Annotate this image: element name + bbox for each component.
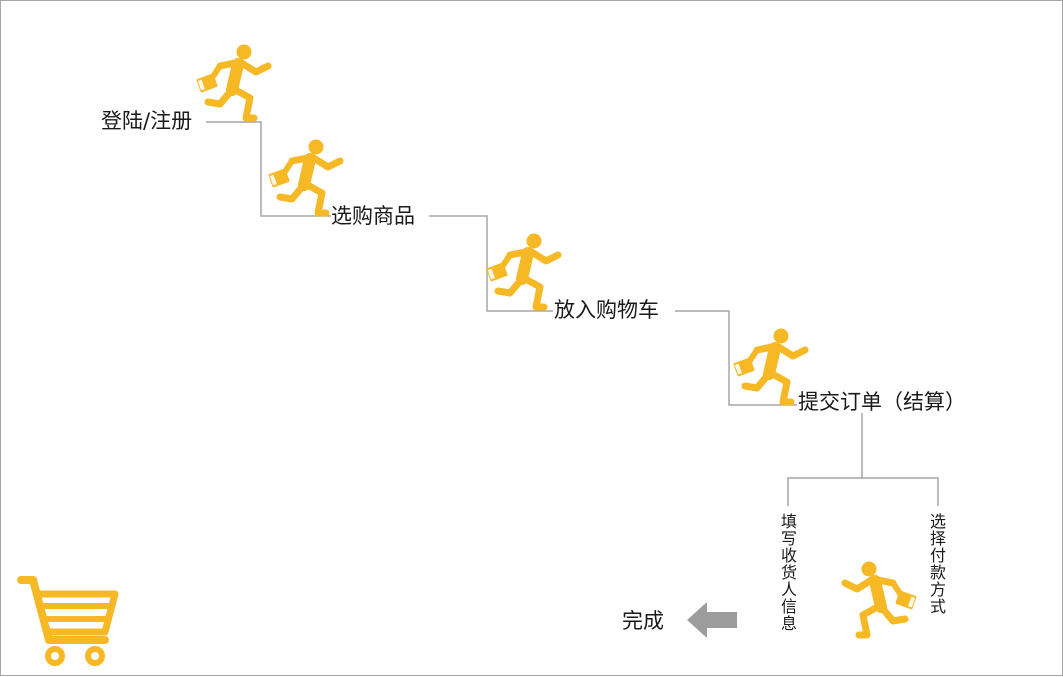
connector-branch-horizontal	[787, 477, 939, 506]
connector-cart-submit	[675, 310, 797, 406]
step-label-cart: 放入购物车	[554, 298, 659, 322]
running-man-with-bag-icon	[841, 561, 917, 639]
running-man-with-bag-icon	[486, 233, 562, 311]
connector-login-select	[206, 121, 331, 217]
step-label-select: 选购商品	[331, 204, 415, 228]
branch-label-payment: 选择付款方式	[927, 513, 946, 615]
running-man-with-bag-icon	[268, 139, 344, 217]
connector-select-cart	[429, 215, 553, 312]
left-arrow-icon	[687, 602, 737, 638]
finish-label: 完成	[622, 609, 664, 633]
step-label-login: 登陆/注册	[101, 109, 193, 133]
running-man-with-bag-icon	[733, 328, 809, 406]
branch-label-address: 填写收货人信息	[778, 513, 797, 632]
running-man-with-bag-icon	[196, 44, 272, 122]
shopping-cart-icon	[17, 576, 119, 666]
step-label-submit: 提交订单（结算）	[798, 390, 966, 414]
